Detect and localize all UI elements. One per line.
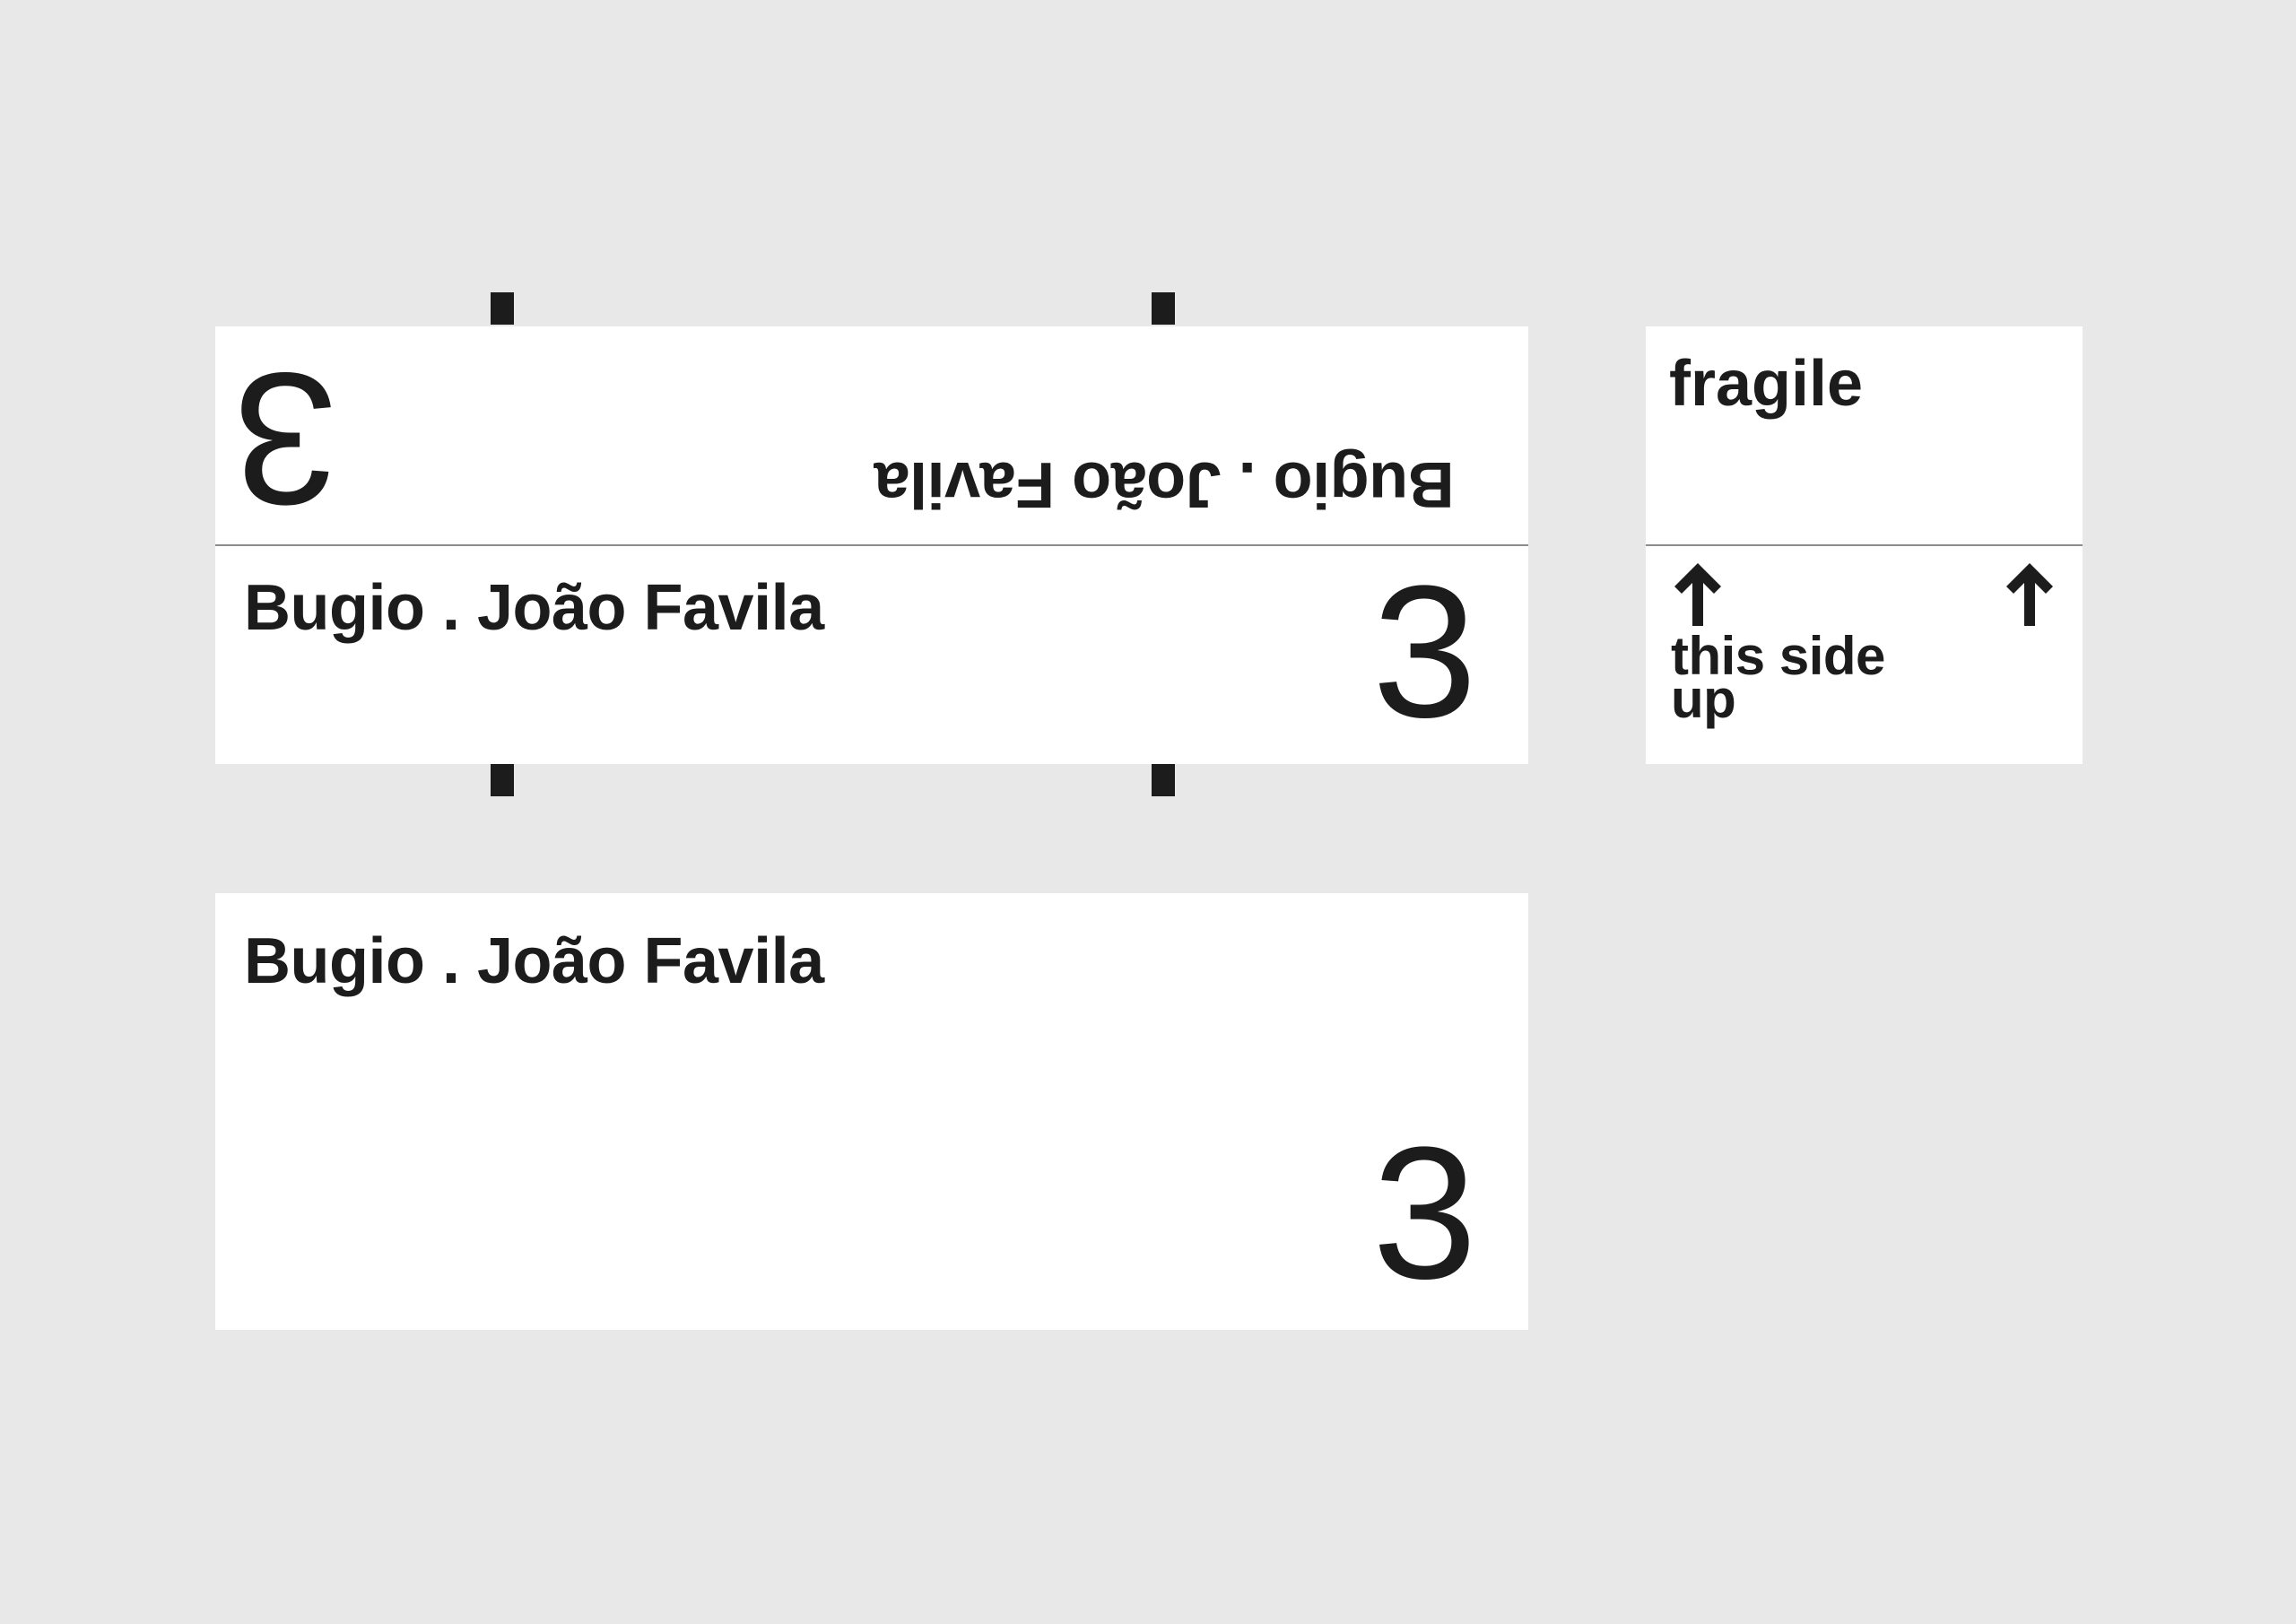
arrow-up-icon [2006, 563, 2053, 626]
arrow-up-icon [1674, 563, 1721, 626]
this-side-up-line1: this side [1671, 626, 1885, 686]
label-number-inverted: 3 [233, 334, 338, 544]
label-brand: Bugio . João Favila [244, 572, 824, 644]
fold-line [1646, 544, 2083, 546]
crop-mark-top-right [1152, 292, 1175, 325]
crop-mark-top-left [491, 292, 514, 325]
label-number: 3 [1372, 546, 1477, 757]
folded-label-card: 3 Bugio . João Favila Bugio . João Favil… [215, 326, 1528, 764]
fold-line [215, 544, 1528, 546]
fragile-text: fragile [1669, 348, 1864, 420]
label-number: 3 [1372, 1107, 1477, 1318]
crop-mark-bottom-left [491, 764, 514, 796]
this-side-up-line2: up [1671, 669, 1736, 729]
label-brand-inverted: Bugio . João Favila [874, 448, 1455, 520]
label-brand: Bugio . João Favila [244, 925, 824, 997]
crop-mark-bottom-right [1152, 764, 1175, 796]
fragile-label-card: fragile this side up [1646, 326, 2083, 764]
flat-label-card: Bugio . João Favila 3 [215, 893, 1528, 1330]
